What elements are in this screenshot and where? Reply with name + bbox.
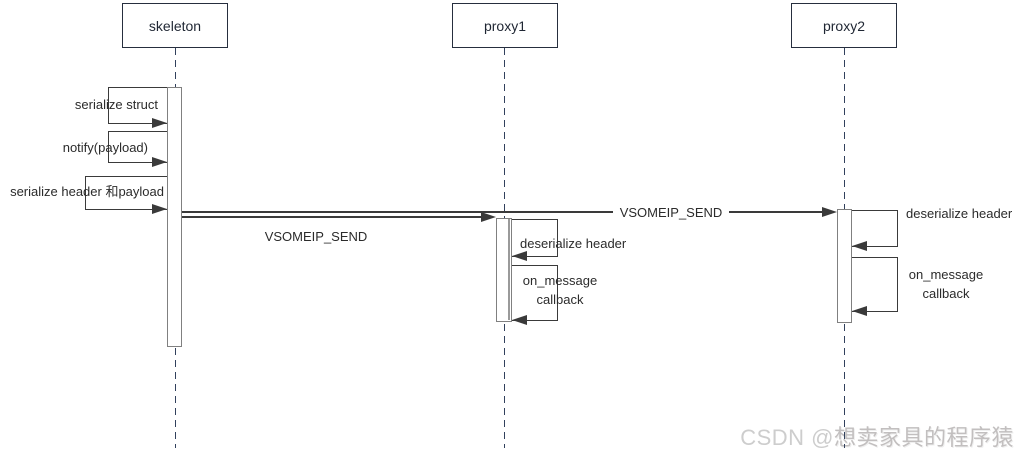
self-loop-notify-payload — [108, 131, 167, 163]
arrowhead-icon — [152, 118, 167, 128]
actor-box-skeleton: skeleton — [122, 3, 228, 48]
label-proxy1-on-message-callback: on_message callback — [518, 272, 602, 309]
self-loop-serialize-struct — [108, 87, 167, 124]
label-serialize-struct: serialize struct — [74, 97, 158, 112]
arrowhead-icon — [822, 207, 837, 217]
label-notify-payload: notify(payload) — [62, 140, 148, 155]
actor-box-proxy1: proxy1 — [452, 3, 558, 48]
activation-proxy2 — [837, 209, 852, 323]
arrowhead-icon — [852, 241, 867, 251]
self-loop-proxy1-deserialize-header — [512, 219, 558, 257]
self-loop-proxy2-on-message-callback — [852, 257, 898, 312]
watermark-name: 想卖家具的程序猿 — [833, 425, 1014, 450]
label-serialize-header-payload: serialize header 和payload — [10, 184, 164, 199]
self-loop-serialize-header-payload — [85, 176, 167, 210]
actor-label-proxy1: proxy1 — [483, 17, 527, 34]
message-line-skeleton-to-proxy1 — [182, 216, 482, 218]
label-proxy2-deserialize-header: deserialize header — [906, 206, 1013, 221]
self-loop-proxy1-on-message-callback — [512, 265, 558, 321]
actor-label-skeleton: skeleton — [148, 17, 202, 34]
activation-skeleton — [167, 87, 182, 347]
watermark-prefix: CSDN @ — [740, 425, 834, 450]
label-line-callback: callback — [536, 291, 584, 307]
label-vsomeip-send-proxy2: VSOMEIP_SEND — [613, 205, 729, 220]
label-line-callback: callback — [922, 285, 970, 301]
label-proxy1-deserialize-header: deserialize header — [520, 236, 627, 251]
label-line-on-message: on_message — [908, 267, 984, 282]
label-proxy2-on-message-callback: on_message callback — [904, 266, 988, 303]
arrowhead-icon — [512, 315, 527, 325]
message-line-skeleton-to-proxy2 — [182, 211, 823, 213]
actor-label-proxy2: proxy2 — [822, 17, 866, 34]
activation-proxy1-inner-edge — [508, 219, 510, 320]
arrowhead-icon — [852, 306, 867, 316]
label-line-on-message: on_message — [522, 273, 598, 288]
label-vsomeip-send-proxy1: VSOMEIP_SEND — [264, 229, 368, 244]
self-loop-proxy2-deserialize-header — [852, 210, 898, 247]
actor-box-proxy2: proxy2 — [791, 3, 897, 48]
watermark: CSDN @想卖家具的程序猿 — [740, 420, 1014, 452]
arrowhead-icon — [152, 204, 167, 214]
arrowhead-icon — [481, 212, 496, 222]
arrowhead-icon — [152, 157, 167, 167]
arrowhead-icon — [512, 251, 527, 261]
